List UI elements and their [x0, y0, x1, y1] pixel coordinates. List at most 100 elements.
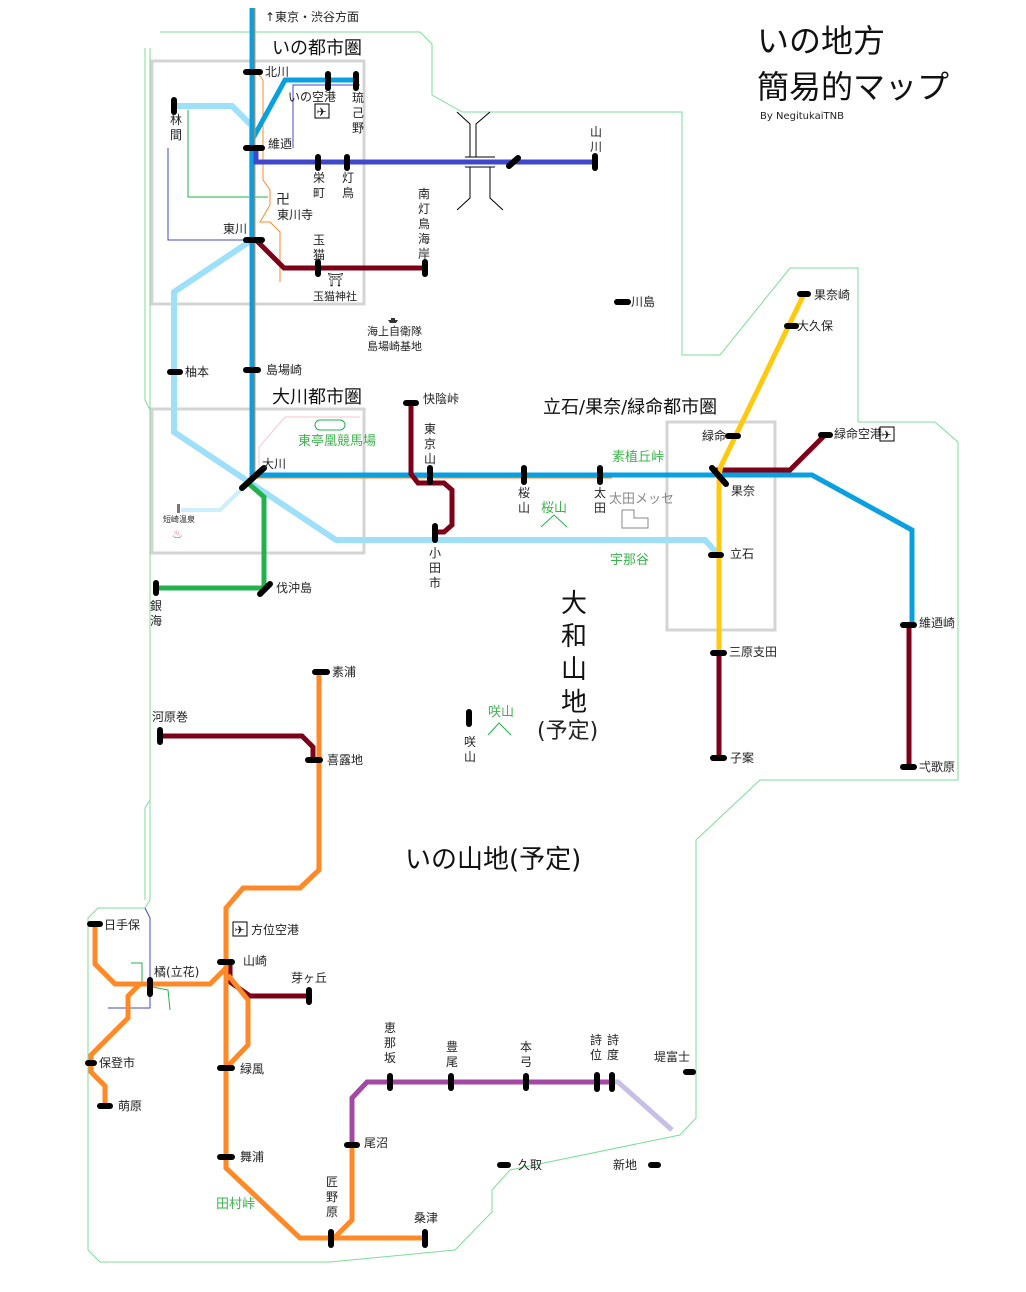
- svg-text:山: 山: [561, 655, 587, 685]
- line-orange-loop: [224, 973, 251, 1070]
- landmark-ota-messe: 太田メッセ: [609, 492, 674, 507]
- station-label-vertical: 田: [594, 501, 606, 515]
- line-blue-trunk: [249, 8, 915, 625]
- racecourse-icon: [314, 419, 346, 431]
- station-label-vertical: 灯: [342, 171, 354, 185]
- station-label-vertical: 度: [607, 1047, 619, 1062]
- station-label-vertical: 岸: [418, 247, 430, 261]
- station-label-vertical: 詩: [607, 1033, 619, 1047]
- thin-orange-line: [254, 69, 281, 282]
- station-label-vertical: 東: [424, 422, 436, 436]
- station-label: 緑命空港: [834, 426, 882, 441]
- region-outline-west: [144, 48, 151, 900]
- area-tateishi-city: 立石/果奈/緑命都市圏: [543, 397, 717, 418]
- svg-text:✈: ✈: [882, 428, 892, 442]
- station-label: 川島: [631, 294, 655, 309]
- airplane-icon: ✈: [879, 426, 895, 442]
- landmark-racecourse: 東亭凰競馬場: [298, 433, 376, 449]
- station-label-vertical: 豊: [446, 1040, 458, 1054]
- station-label: 桑津: [414, 1211, 438, 1225]
- station-label-vertical: 山: [518, 501, 530, 515]
- line-green: [155, 481, 267, 591]
- line-orange-onuma: [332, 1145, 355, 1240]
- station-label-vertical: 林: [170, 113, 182, 127]
- airplane-icon: ✈: [314, 103, 330, 119]
- station-label: 緑風: [240, 1061, 264, 1076]
- station-label-vertical: 恵: [384, 1021, 396, 1035]
- okawa-city-box: [150, 407, 366, 555]
- line-orange-main: [223, 672, 425, 1241]
- station-label: 堤富士: [654, 1049, 690, 1064]
- landmark-sakiyama: 咲山: [488, 704, 514, 720]
- station-label: 柚本: [185, 364, 209, 379]
- svg-text:✈: ✈: [235, 923, 245, 937]
- direction-label: ↑東京・渋谷方面: [265, 9, 359, 24]
- station-label-vertical: 間: [170, 128, 182, 142]
- station-label: 北川: [265, 65, 289, 79]
- thin-pink-line: [258, 416, 360, 468]
- station-marker[interactable]: [506, 155, 521, 169]
- station-label-vertical: 琉: [352, 91, 364, 105]
- line-maroon-kawaramaki: [160, 733, 316, 760]
- line-indigo: [253, 148, 595, 165]
- station-label-vertical: 山: [424, 452, 436, 466]
- station-label-vertical: 山: [464, 750, 476, 764]
- station-label: 維迺崎: [919, 616, 955, 630]
- station-label: 萌原: [118, 1099, 142, 1113]
- station-label-vertical: 小: [429, 546, 441, 560]
- ino-city-box: [150, 59, 366, 306]
- labels: いの地方 簡易的マップ By NegitukaiTNB ↑東京・渋谷方面 いの都…: [99, 9, 955, 1225]
- station-label: 芽ヶ丘: [291, 971, 327, 985]
- station-label-vertical: 灯: [418, 202, 430, 216]
- area-okawa-city: 大川都市圏: [272, 387, 362, 408]
- station-label-vertical: 詩: [590, 1033, 602, 1047]
- station-label: 弌歌原: [919, 759, 955, 774]
- station-marker[interactable]: [239, 465, 267, 491]
- thin-green-line: [187, 110, 268, 198]
- station-label-vertical: 海: [150, 613, 162, 628]
- station-label: 新地: [613, 1157, 637, 1172]
- landmark-shrine: 玉猫神社: [313, 289, 357, 303]
- station-label: 三原支田: [729, 645, 777, 659]
- ship-icon: [388, 318, 398, 323]
- station-label: 大久保: [797, 319, 833, 333]
- temple-icon: 卍: [276, 192, 290, 208]
- landmark-tamura-pass: 田村峠: [216, 1197, 255, 1212]
- line-orange-hoto: [88, 982, 142, 1106]
- map-title-line2: 簡易的マップ: [757, 68, 949, 106]
- station-label: 立石: [730, 546, 754, 561]
- station-label: 山崎: [243, 954, 267, 968]
- svg-text:✈: ✈: [317, 105, 327, 119]
- station-label: 橘(立花): [154, 964, 199, 979]
- station-label: 喜露地: [327, 753, 363, 767]
- station-label-vertical: 鳥: [418, 216, 430, 231]
- station-label: 快陰峠: [423, 391, 459, 406]
- station-label-vertical: 京: [424, 437, 436, 451]
- station-label: 大川: [262, 457, 286, 471]
- station-label: 東川: [223, 222, 247, 236]
- thin-indigo-line-2: [167, 148, 252, 241]
- onsen-icon: ♨: [172, 527, 183, 541]
- station-label: 果奈崎: [814, 288, 850, 302]
- station-label: 方位空港: [251, 922, 299, 937]
- line-yellow: [716, 292, 807, 653]
- station-label: いの空港: [288, 90, 336, 104]
- station-label-vertical: 本: [520, 1040, 532, 1054]
- station-marker[interactable]: [257, 581, 273, 597]
- station-label-vertical: 野: [352, 121, 364, 135]
- station-marker[interactable]: [709, 465, 729, 487]
- station-label-vertical: 太: [594, 485, 606, 500]
- station-label: 河原巻: [152, 710, 188, 724]
- station-label-vertical: 猫: [313, 248, 325, 262]
- station-label: 緑命: [702, 428, 726, 443]
- station-label: 果奈: [731, 484, 755, 498]
- area-ino-mountains: いの山地(予定): [405, 845, 581, 875]
- station-label: 日手保: [104, 918, 140, 932]
- map-icons: ✈ ✈ ✈ 卍 ⛩ ♨: [172, 103, 895, 937]
- line-maroon-kaiin: [408, 403, 455, 535]
- landmark-sakurayama: 桜山: [541, 501, 567, 516]
- bridge-symbol: [456, 111, 504, 211]
- station-label-vertical: 位: [590, 1047, 602, 1062]
- landmark-temple: 東川寺: [277, 208, 313, 222]
